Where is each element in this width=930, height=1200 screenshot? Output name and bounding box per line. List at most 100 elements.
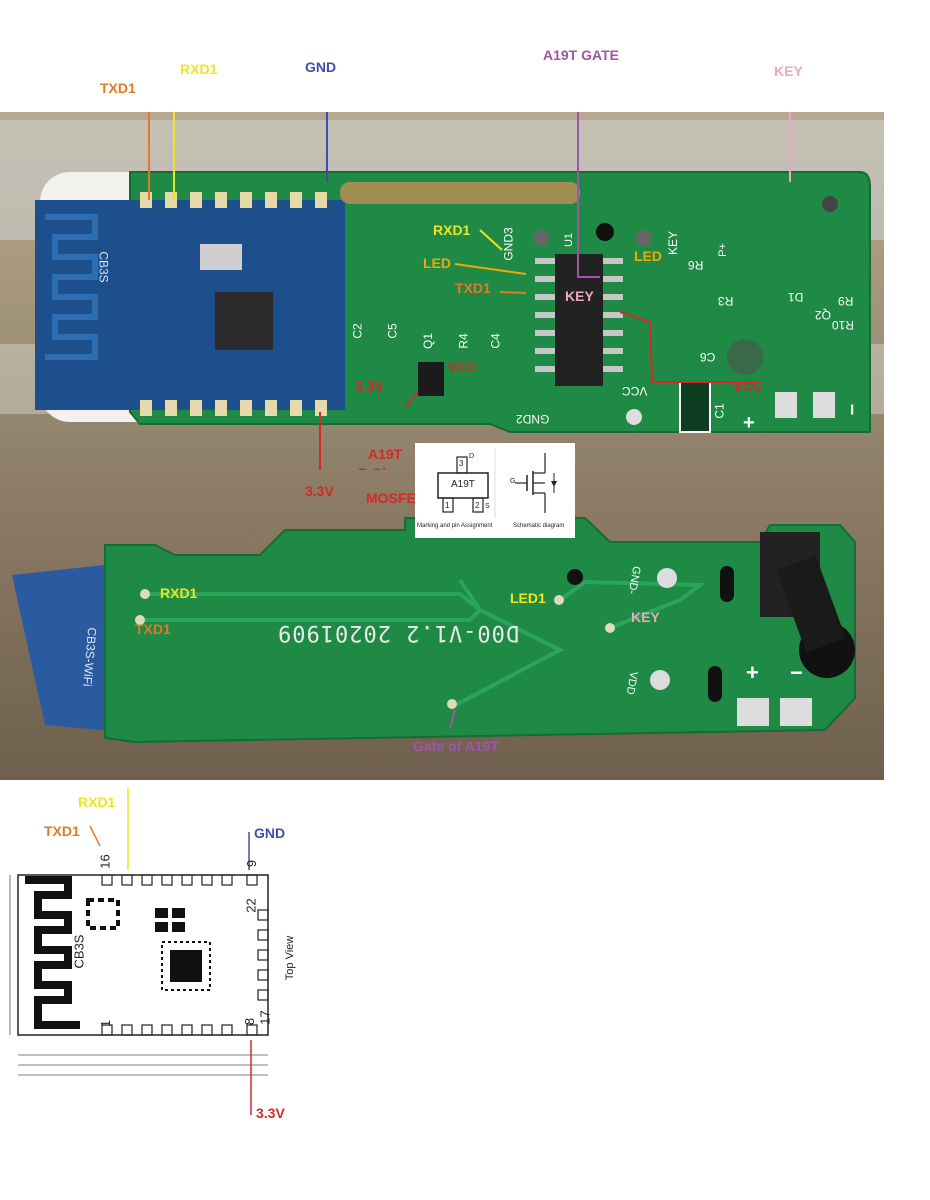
pcb-traces xyxy=(145,578,706,710)
label-vcc-right: VCC xyxy=(733,378,763,394)
silk-c1: C1 xyxy=(712,403,727,419)
module-chip xyxy=(215,292,273,350)
silk-key: KEY xyxy=(666,230,681,256)
tactile-switch-stem xyxy=(776,555,846,653)
via-5 xyxy=(822,196,838,212)
silk-plus: + xyxy=(743,412,755,434)
silk-r3: R3 xyxy=(718,294,734,308)
silk-q1: Q1 xyxy=(421,332,436,350)
reed-switch xyxy=(340,182,580,204)
label-gate-bottom: Gate of A19T xyxy=(413,738,499,754)
silk-d1: D1 xyxy=(788,290,804,304)
battery-pad-plus xyxy=(775,392,797,418)
silk-r6: R6 xyxy=(688,258,704,272)
label-key-bottom: KEY xyxy=(631,609,660,625)
label-gnd-top: GND xyxy=(305,59,337,75)
silk-r9: R9 xyxy=(838,294,854,308)
inset-pin-g: G xyxy=(510,478,516,485)
bottom-board-svg xyxy=(12,517,856,744)
diagram-rxd1: RXD1 xyxy=(78,794,116,810)
diagram-cb3s: CB3S xyxy=(71,934,87,969)
silk-vcc: VCC xyxy=(622,384,648,398)
inset-pin-d: D xyxy=(469,453,475,460)
label-3v3-bottom: 3.3V xyxy=(305,483,334,499)
diagram-txd1: TXD1 xyxy=(44,823,80,839)
label-led-right: LED xyxy=(634,248,662,264)
pinout-svg xyxy=(9,788,269,1115)
a19t-inset: A19T 3 D 1 2 G S Marking and pin Assignm… xyxy=(415,443,575,538)
module-pads-bottom xyxy=(140,400,327,416)
inset-pin-2: 2 xyxy=(475,501,480,510)
silk-c6: C6 xyxy=(700,350,716,364)
label-txd1-board: TXD1 xyxy=(455,280,491,296)
battery-pad-minus xyxy=(813,392,835,418)
silk-gnd3: GND3 xyxy=(501,227,516,261)
label-a19t-line1: A19T xyxy=(368,446,403,462)
bottom-board-photo: D00-V1.2 20201909 CB3S-WiFi GND- VDD + −… xyxy=(0,470,884,780)
inset-pin-s: S xyxy=(485,503,490,510)
ic-pins xyxy=(535,258,623,372)
label-vcc-mosfet: VCC xyxy=(448,359,478,375)
silk-c2: C2 xyxy=(350,323,365,339)
module-pads-top xyxy=(140,192,327,208)
silk-c4: C4 xyxy=(488,333,503,349)
silk-c5: C5 xyxy=(385,323,400,339)
silk-q2: Q2 xyxy=(815,308,832,322)
cb3s-pinout-diagram: RXD1 TXD1 GND 3.3V 16 9 22 17 8 1 CB3S T… xyxy=(0,780,330,1200)
silk-cb3s: CB3S xyxy=(96,251,111,283)
silk-minus: − xyxy=(840,403,863,416)
label-rxd1-board: RXD1 xyxy=(433,222,471,238)
silk-code: D00-V1.2 20201909 xyxy=(277,620,520,645)
via-3 xyxy=(636,230,652,246)
top-board-photo: CB3S GND3 GND2 U1 C2 C5 Q1 R4 C4 KEY R6 … xyxy=(0,112,884,481)
label-led1-bottom: LED1 xyxy=(510,590,546,606)
silk-gnd2: GND2 xyxy=(516,412,550,426)
cap-c1 xyxy=(679,381,711,433)
module-crystal xyxy=(200,244,242,270)
silk-r10: R10 xyxy=(832,318,855,332)
hole-3 xyxy=(650,670,670,690)
label-txd1-top: TXD1 xyxy=(100,80,136,96)
label-key-board: KEY xyxy=(565,288,594,304)
diagram-pin17: 17 xyxy=(257,1010,273,1025)
label-led-board: LED xyxy=(423,255,451,271)
battery-pad-minus-b xyxy=(780,698,812,726)
battery-pad-plus-b xyxy=(737,698,769,726)
inset-marking-title: Marking and pin Assignment xyxy=(417,523,493,529)
a19t-inset-svg xyxy=(437,448,557,518)
silk-plus-b: + xyxy=(746,660,759,685)
silk-p: P+ xyxy=(716,243,729,257)
diagram-pin22: 22 xyxy=(243,898,259,913)
label-rxd1-top: RXD1 xyxy=(180,61,218,77)
diagram-pin8: 8 xyxy=(242,1017,258,1026)
inset-pin-3: 3 xyxy=(459,459,464,468)
silk-u1: U1 xyxy=(563,232,576,248)
silk-minus-b: − xyxy=(790,660,803,685)
inset-schematic-title: Schematic diagram xyxy=(513,523,565,529)
cb3s-module xyxy=(35,200,345,410)
diagram-gnd: GND xyxy=(254,825,286,841)
top-board-svg xyxy=(0,112,884,470)
via-1 xyxy=(596,223,614,241)
label-rxd1-bottom: RXD1 xyxy=(160,585,198,601)
label-a19t-line3: MOSFET xyxy=(366,490,425,506)
q1-mosfet xyxy=(418,362,444,396)
diagram-top-view: Top View xyxy=(284,935,297,981)
diagram-pin16: 16 xyxy=(97,854,113,869)
slot-2 xyxy=(708,666,722,702)
via-2 xyxy=(533,230,549,246)
label-txd1-bottom: TXD1 xyxy=(135,621,171,637)
module-underside xyxy=(12,565,125,732)
diagram-pin9: 9 xyxy=(244,859,260,868)
label-a19t-gate: A19T GATE xyxy=(543,47,619,63)
inset-pin-1: 1 xyxy=(445,501,450,510)
hole-2 xyxy=(657,568,677,588)
silk-r4: R4 xyxy=(456,333,471,349)
electrolytic-cap xyxy=(727,339,763,375)
slot-1 xyxy=(720,566,734,602)
hole-1 xyxy=(567,569,583,585)
diagram-3v3: 3.3V xyxy=(256,1105,285,1121)
inset-chip-label: A19T xyxy=(451,479,475,490)
label-key-top: KEY xyxy=(774,63,803,79)
diagram-pin1: 1 xyxy=(98,1019,114,1028)
